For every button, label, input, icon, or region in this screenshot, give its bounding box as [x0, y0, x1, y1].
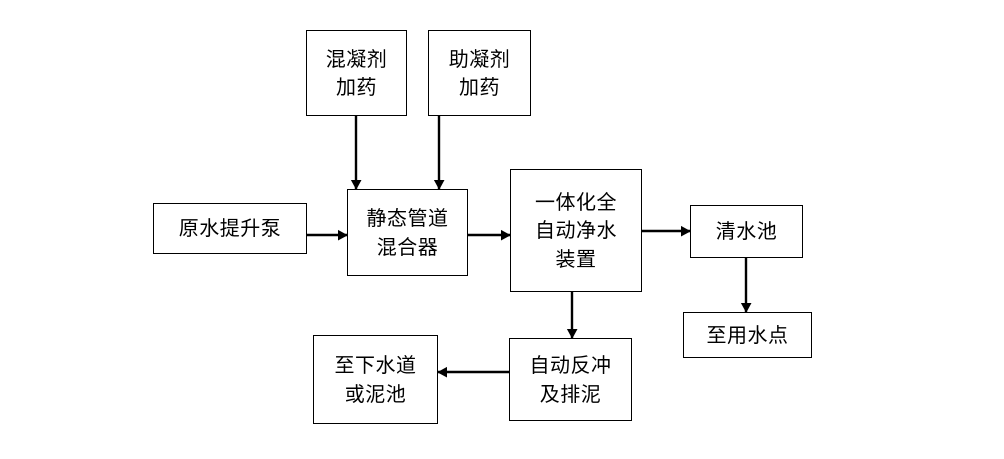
node-usepoint[interactable]: 至用水点	[683, 312, 812, 358]
node-sewer[interactable]: 至下水道或泥池	[313, 335, 438, 424]
node-label-line: 至下水道	[334, 353, 417, 378]
node-cleanpool[interactable]: 清水池	[690, 205, 803, 258]
node-mixer[interactable]: 静态管道混合器	[347, 189, 468, 276]
node-label-line: 加药	[459, 75, 500, 99]
node-label-line: 或泥池	[344, 381, 407, 406]
node-label-line: 至用水点	[706, 322, 789, 347]
node-label-line: 自动净水	[535, 218, 617, 243]
node-label-line: 原水提升泵	[178, 216, 282, 241]
node-purifier[interactable]: 一体化全自动净水装置	[510, 169, 642, 292]
node-coagulant[interactable]: 混凝剂加药	[306, 30, 407, 116]
node-label-line: 一体化全	[535, 189, 617, 214]
node-flocculant[interactable]: 助凝剂加药	[428, 30, 531, 116]
node-label-line: 清水池	[715, 219, 778, 244]
node-backwash[interactable]: 自动反冲及排泥	[509, 338, 632, 421]
node-label-line: 自动反冲	[529, 353, 612, 378]
node-label-line: 助凝剂	[448, 46, 511, 71]
node-label-line: 混合器	[376, 234, 439, 259]
node-label-line: 加药	[336, 75, 377, 99]
node-label-line: 装置	[555, 246, 597, 271]
node-rawpump[interactable]: 原水提升泵	[153, 203, 307, 254]
node-label-line: 静态管道	[366, 206, 449, 231]
node-label-line: 及排泥	[539, 381, 602, 406]
node-label-line: 混凝剂	[325, 46, 388, 71]
